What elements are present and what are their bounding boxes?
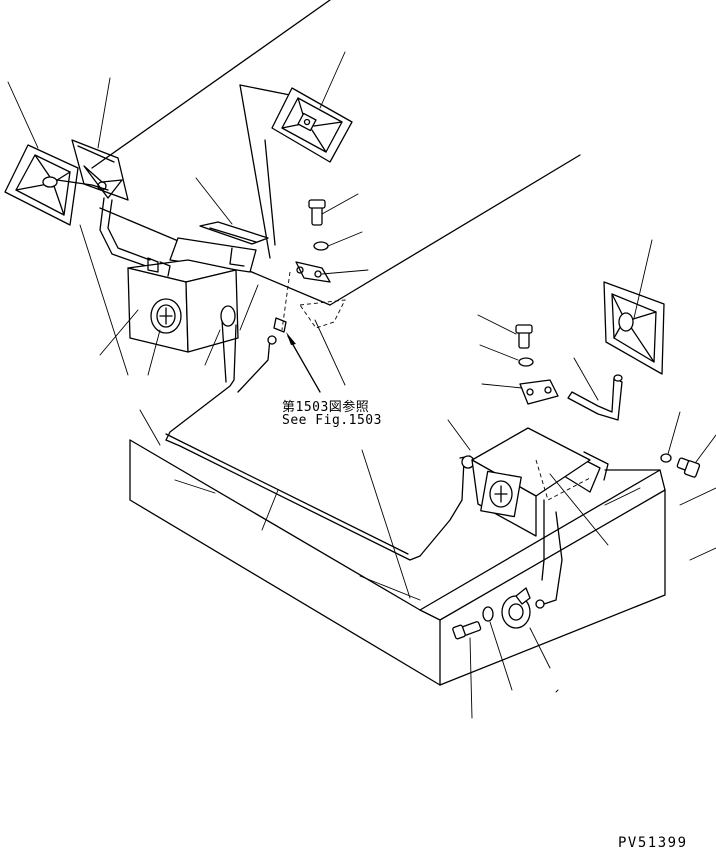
drawing-code: PV51399 (618, 835, 688, 851)
bracket-left (128, 238, 256, 352)
chassis-body (130, 440, 716, 685)
work-lamp-left (5, 140, 150, 266)
horn-assembly (452, 588, 530, 639)
hardware-upper (200, 200, 345, 332)
hardware-right (516, 325, 700, 478)
work-lamp-right (604, 282, 664, 374)
reference-label-english: See Fig.1503 (282, 413, 382, 428)
frame-lines (92, 0, 580, 305)
leader-lines (8, 52, 716, 718)
bracket-right (472, 428, 608, 608)
reference-label-japanese: 第1503図参照 (282, 400, 370, 415)
wiring-harness (166, 306, 474, 560)
work-lamp-center (272, 88, 352, 162)
reference-arrow (286, 332, 320, 392)
